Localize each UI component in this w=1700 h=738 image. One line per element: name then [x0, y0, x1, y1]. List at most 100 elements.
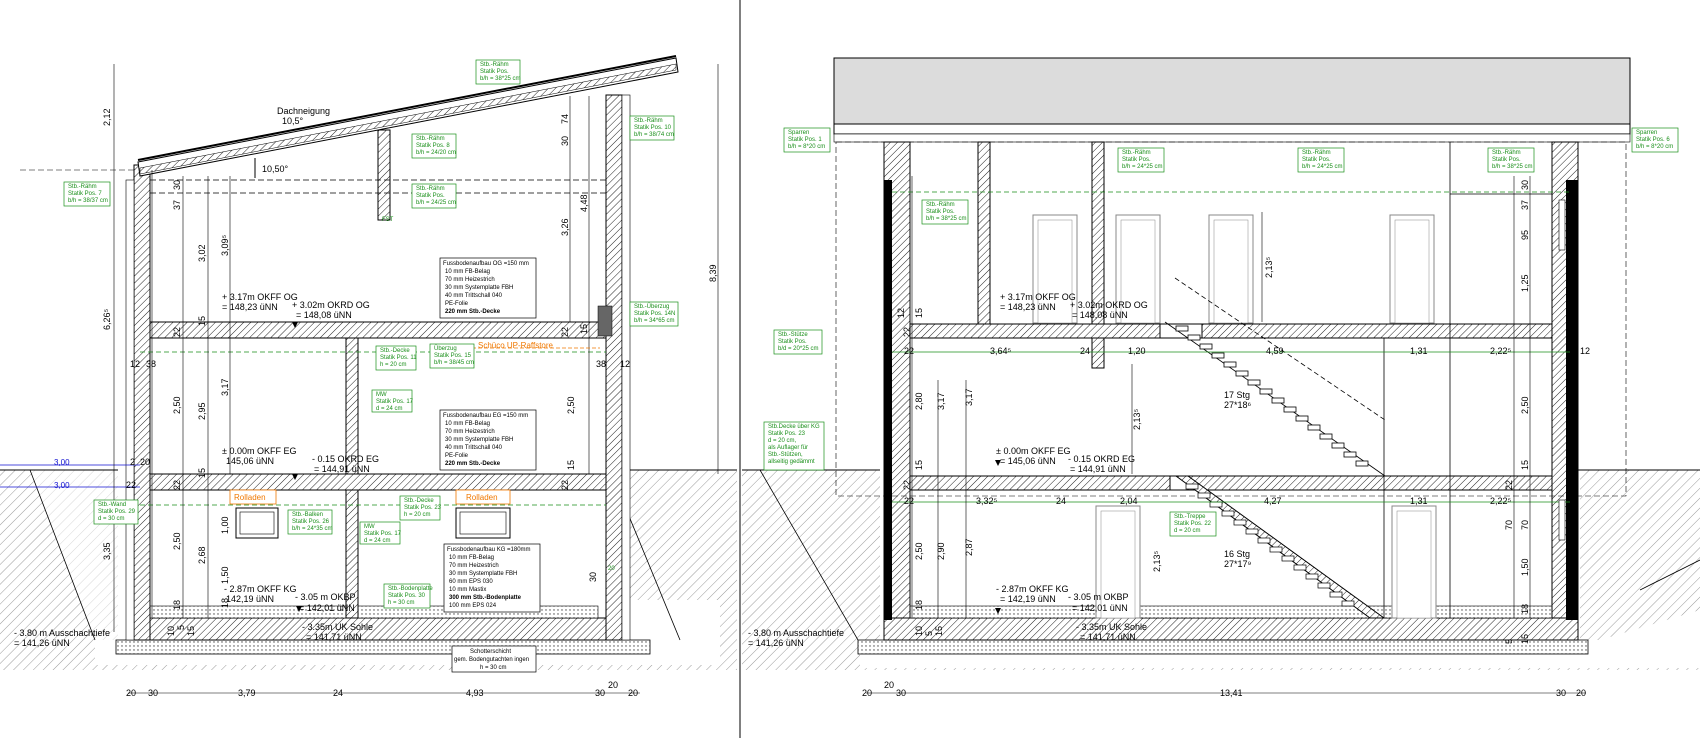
note-text: Stb.-Decke [380, 348, 410, 354]
r-level-kg-bp: - 3.05 m OKBP [1068, 592, 1129, 602]
dim-label: 2,50 [1520, 396, 1530, 414]
dim-label: 8,39 [708, 264, 718, 282]
note-text: h = 20 cm [380, 362, 407, 368]
inner-wall-kg [345, 489, 359, 619]
level-eg-rd-nn: = 144,91 üNN [314, 464, 370, 474]
r-level-og-rd-nn: = 148,08 üNN [1072, 310, 1128, 320]
roof-pitch-label: Dachneigung [277, 106, 330, 116]
base-slab-right [883, 617, 1579, 641]
level-kg-bp-nn: = 142,01 üNN [299, 603, 355, 613]
dim-label: 20 [1576, 688, 1586, 698]
dim-label: 4,59 [1266, 346, 1284, 356]
dim-label: 12 [1580, 346, 1590, 356]
rolladen-label-2: Rolladen [466, 493, 498, 502]
note-text: b/h = 38/74 cm [634, 132, 674, 138]
dim-label: 2 [130, 457, 135, 467]
right-annotations [763, 127, 1679, 537]
dim-label: 2,22⁵ [1490, 496, 1512, 506]
dim-label: 12 [896, 308, 906, 318]
note-text: Statik Pos. 14N [634, 311, 675, 317]
note-text: Stb.-Rähm [1302, 150, 1331, 156]
note-text: Statik Pos. [926, 209, 955, 215]
level-kg-ffb: - 2.87m OKFF KG [224, 584, 297, 594]
dim-label: 5 [1504, 639, 1514, 644]
note-text: b/h = 38/37 cm [68, 198, 108, 204]
floor-eg-line: 70 mm Heizestrich [445, 429, 495, 435]
note-text: Stb.-Stützen, [768, 452, 803, 458]
note-text: allseitig gedämmt [768, 459, 815, 465]
dim-label: 95 [1520, 230, 1530, 240]
floor-kg-line: 60 mm EPS 030 [449, 579, 493, 585]
note-text: b/h = 38*25 cm [926, 216, 967, 222]
dim-label: 3,02 [197, 244, 207, 262]
floor-eg-line: PE-Folie [445, 453, 469, 459]
schueco-label: Schüco UP-Raffstore [478, 341, 554, 350]
floor-kg-line: 300 mm Stb.-Bodenplatte [449, 595, 522, 601]
dim-label: 22 [904, 496, 914, 506]
dim-label: 1,31 [1410, 346, 1428, 356]
dim-label: 22 [126, 480, 136, 490]
note-text: Stb.-Überzug [634, 303, 669, 310]
note-text: Stb.-Rähm [68, 184, 97, 190]
floor-eg-line: 30 mm Systemplatte FBH [445, 437, 513, 443]
dim-label: 24 [1080, 346, 1090, 356]
floor-og-line: 10 mm FB-Belag [445, 269, 490, 275]
dim-label: 10 [914, 626, 924, 636]
gravel-note-line: h = 30 cm [480, 665, 507, 671]
level-sole-nn: = 141,71 üNN [306, 632, 362, 642]
note-text: Statik Pos. [778, 339, 807, 345]
dim-label: 3,17 [964, 388, 974, 406]
note-text: als Auflager für [768, 445, 808, 451]
note-text: Statik Pos. 10 [634, 125, 672, 131]
note-text: Statik Pos. [480, 69, 509, 75]
note-text: b/d = 20*25 cm [778, 346, 819, 352]
dim-label: 37 [172, 200, 182, 210]
dim-label: 22 [172, 327, 182, 337]
note-text: b/h = 8*20 cm [788, 144, 825, 150]
note-text: Sparren [1636, 130, 1657, 136]
dim-label: 22 [172, 480, 182, 490]
r-level-eg-rd-nn: = 144,91 üNN [1070, 464, 1126, 474]
note-text: MW [364, 524, 375, 530]
dim-label: 5 [924, 631, 934, 636]
dim-label: 24 [333, 688, 343, 698]
dim-label: 3,26 [560, 218, 570, 236]
r-level-shaft: - 3.80 m Ausschachtiefe [748, 628, 844, 638]
floor-og-line: 40 mm Trittschall 040 [445, 293, 503, 299]
note-text: d = 20 cm [1174, 528, 1201, 534]
left-text-layer: Dachneigung 10,5° 10,50° + 3.17m OKFF OG… [14, 59, 718, 698]
note-text: Stb.-Rähm [480, 62, 509, 68]
dim-label: 1,31 [1410, 496, 1428, 506]
note-text: Statik Pos. 26 [292, 519, 330, 525]
dim-label: 15 [914, 460, 924, 470]
dim-label: 70 [1520, 520, 1530, 530]
note-text: Statik Pos. 7 [68, 191, 102, 197]
level-shaft-nn: = 141,26 üNN [14, 638, 70, 648]
dim-label: 15 [1520, 634, 1530, 644]
dim-label: 2,12 [102, 108, 112, 126]
dim-label: 30 [1520, 180, 1530, 190]
floor-kg-line: 10 mm FB-Belag [449, 555, 494, 561]
note-text: b/h = 24*25 cm [1122, 164, 1163, 170]
note-text: Stb.-Rähm [1492, 150, 1521, 156]
floor-og-line: 70 mm Heizestrich [445, 277, 495, 283]
note-text: Stb.-Bodenplatte [388, 586, 433, 592]
note-text: d = 24 cm [364, 538, 391, 544]
r-level-og-ffb-nn: = 148,23 üNN [1000, 302, 1056, 312]
level-eg-ffb-nn: 145,06 üNN [226, 456, 274, 466]
dim-label: 1,20 [1128, 346, 1146, 356]
floor-kg-line: 30 mm Systemplatte FBH [449, 571, 517, 577]
note-text: Statik Pos. 23 [768, 431, 806, 437]
dim-label: 2,13⁵ [1264, 256, 1274, 278]
r-level-kg-bp-nn: = 142,01 üNN [1072, 603, 1128, 613]
right-section [742, 57, 1700, 694]
roof-right [833, 57, 1631, 125]
note-text: Statik Pos. 17 [364, 531, 402, 537]
note-text: Statik Pos. 8 [416, 143, 450, 149]
dim-label: 20 [608, 566, 615, 572]
base-slab-left [133, 617, 617, 641]
level-og-rd: + 3.02m OKRD OG [292, 300, 370, 310]
dim-label: 30 [560, 136, 570, 146]
dim-label: 5 [176, 625, 186, 630]
